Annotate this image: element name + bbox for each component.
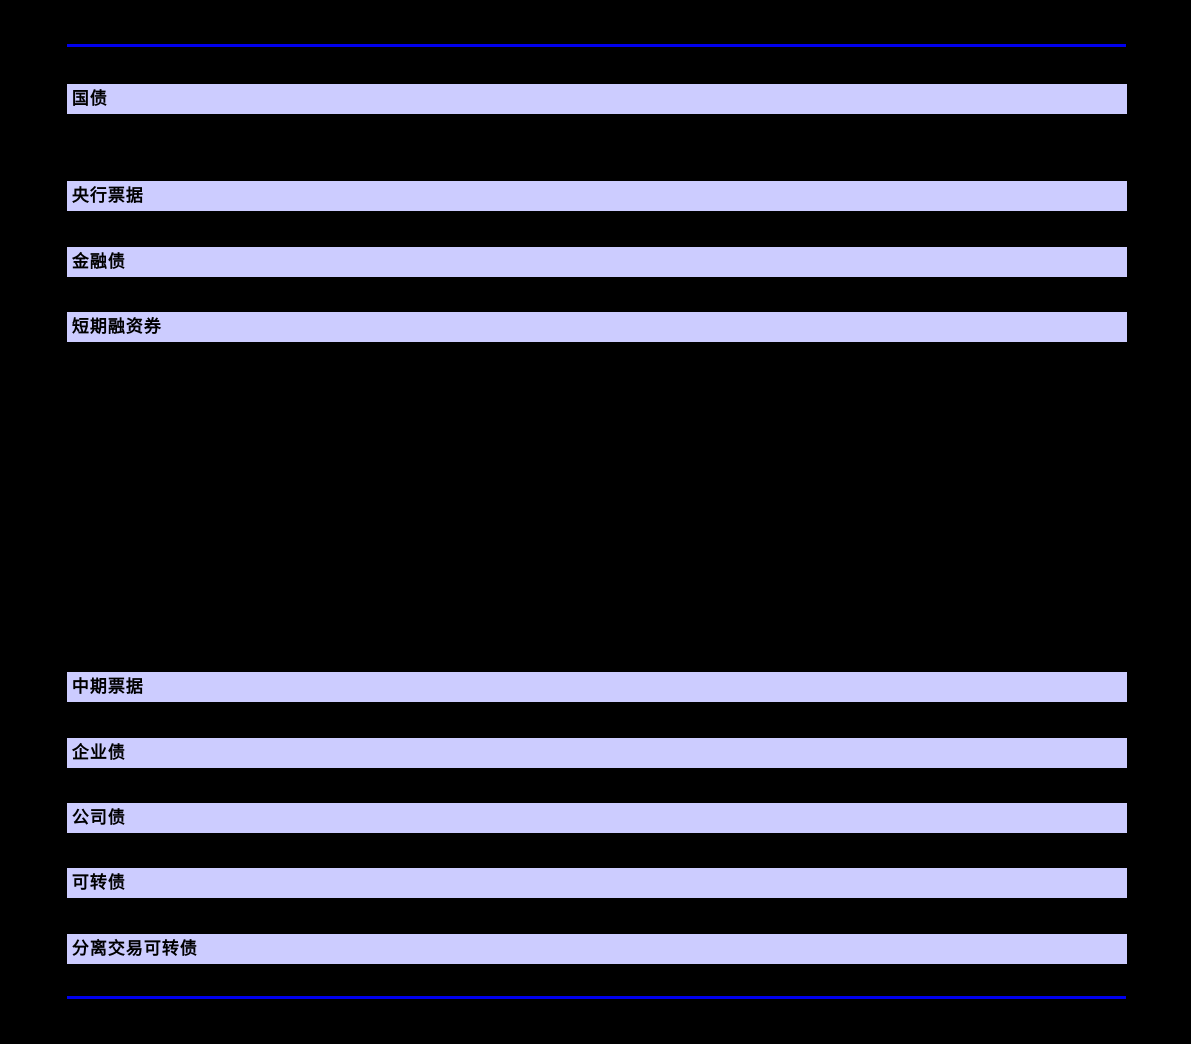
- section-label: 国债: [72, 89, 108, 109]
- section-label: 金融债: [72, 252, 126, 272]
- section-bar-central-bank-bill: 央行票据: [67, 181, 1127, 211]
- section-label: 中期票据: [72, 677, 144, 697]
- section-bar-corporate-bond: 公司债: [67, 803, 1127, 833]
- section-bar-enterprise-bond: 企业债: [67, 738, 1127, 768]
- section-bar-convertible-bond: 可转债: [67, 868, 1127, 898]
- section-bar-short-term-financing-bill: 短期融资券: [67, 312, 1127, 342]
- section-label: 短期融资券: [72, 317, 162, 337]
- section-bar-medium-term-note: 中期票据: [67, 672, 1127, 702]
- section-label: 企业债: [72, 743, 126, 763]
- top-divider-line: [67, 44, 1126, 47]
- section-label: 公司债: [72, 808, 126, 828]
- bottom-divider-line: [67, 996, 1126, 999]
- section-bar-government-bond: 国债: [67, 84, 1127, 114]
- section-label: 央行票据: [72, 186, 144, 206]
- section-label: 可转债: [72, 873, 126, 893]
- section-label: 分离交易可转债: [72, 939, 198, 959]
- section-bar-financial-bond: 金融债: [67, 247, 1127, 277]
- section-bar-separable-convertible-bond: 分离交易可转债: [67, 934, 1127, 964]
